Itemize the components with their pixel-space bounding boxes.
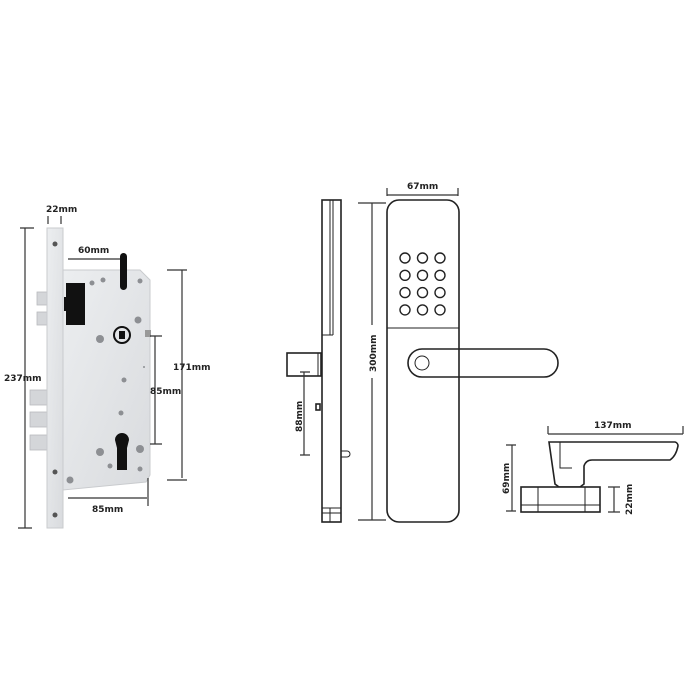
spindle-hub [113,326,131,344]
keypad-button [434,252,446,264]
keypad-button [416,252,429,264]
lever-handle [407,348,559,378]
fingerprint-sensor [414,355,430,371]
front-height-label: 300mm [369,334,379,372]
faceplate-width-label: 22mm [46,205,77,215]
center-distance-label: 85mm [150,387,181,397]
deadbolt-block [66,283,85,325]
keypad-button [399,304,411,316]
keypad-button [416,269,429,281]
handle-length-label: 137mm [594,421,632,431]
handle-profile: 137mm 69mm 22mm [502,421,684,515]
lock-front-view: 67mm 300mm [358,182,559,523]
faceplate-height-label: 237mm [4,374,42,384]
case-holes [66,277,145,484]
lock-side-view: 88mm [286,199,351,523]
top-slot [120,253,127,290]
keypad [399,252,446,316]
front-width-label: 67mm [407,182,438,192]
keypad-button [399,252,411,264]
cylinder-hole [115,433,129,470]
backset-label: 60mm [78,246,109,256]
case-width-label: 85mm [92,505,123,515]
keypad-button [434,269,446,281]
keypad-button [399,269,411,281]
handle-height-label: 69mm [502,463,512,494]
front-panel [386,199,460,523]
case-height-label: 171mm [173,363,211,373]
spindle-offset-label: 88mm [295,401,305,432]
mortise-lock: 22mm 60mm 237mm 171mm 85mm 85mm [4,205,211,529]
keypad-button [399,286,411,299]
keypad-button [434,286,446,299]
keypad-button [416,304,429,316]
keypad-button [434,304,446,316]
faceplate [46,227,64,529]
keypad-button [416,286,429,299]
rose-height-label: 22mm [625,484,635,515]
